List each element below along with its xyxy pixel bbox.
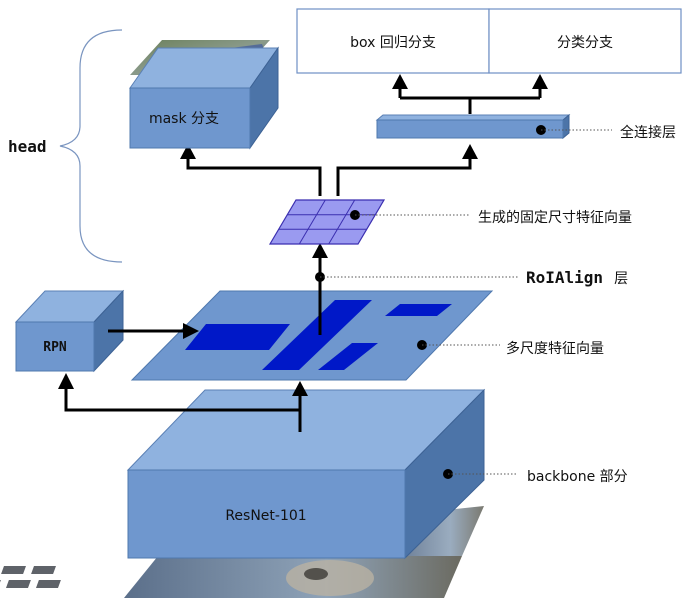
fc-layer — [375, 113, 571, 140]
head-label: head — [8, 137, 47, 156]
fpn-roi-rect — [185, 324, 290, 350]
arrow-roialign — [312, 243, 328, 335]
cls-branch-box — [488, 8, 682, 74]
backbone-label: backbone 部分 — [527, 469, 628, 485]
mask-label: mask 分支 — [149, 111, 219, 127]
multiscale-label: 多尺度特征向量 — [506, 340, 604, 357]
box-branch-label: box 回归分支 — [350, 34, 436, 51]
arrow-grid-to-fc — [336, 144, 478, 196]
fixed-feature-label: 生成的固定尺寸特征向量 — [478, 210, 632, 226]
head-brace — [59, 29, 123, 263]
rpn-label: RPN — [43, 340, 67, 355]
input-photo — [0, 556, 462, 598]
fc-label: 全连接层 — [620, 124, 676, 141]
resnet-box — [126, 388, 486, 560]
fpn-roi-rects — [185, 300, 452, 370]
roialign-name: RoIAlign — [526, 268, 603, 287]
fpn-roi-rect — [318, 343, 378, 370]
fpn-roi-rect — [262, 300, 372, 370]
rpn-box — [14, 289, 125, 373]
roialign-suffix: 层 — [614, 271, 628, 287]
mask-box — [129, 46, 279, 150]
feature-grid — [268, 199, 386, 245]
arrow-backbone-to-rpn — [58, 373, 300, 412]
fpn-roi-rect — [385, 304, 452, 316]
arrow-fc-to-heads — [392, 74, 548, 114]
arrow-grid-to-mask — [180, 144, 322, 196]
arrow-backbone-to-fpn — [292, 381, 308, 432]
arrow-rpn-to-fpn — [108, 323, 199, 339]
resnet-label: ResNet-101 — [225, 508, 306, 524]
cls-branch-label: 分类分支 — [557, 35, 613, 51]
roialign-label: RoIAlign 层 — [526, 268, 628, 287]
